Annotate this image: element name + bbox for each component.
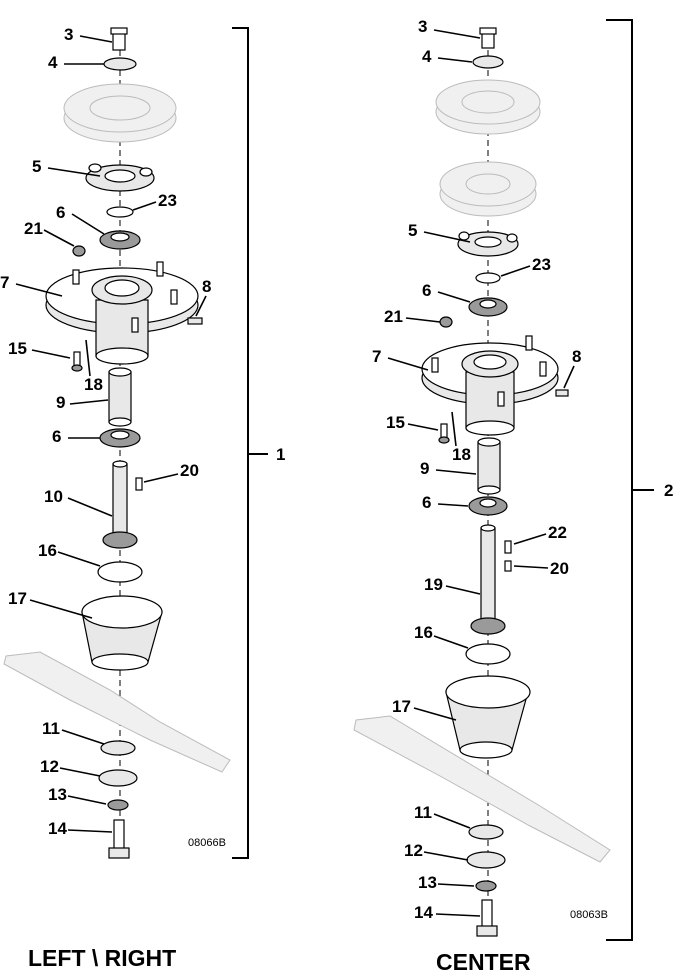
callout-label: 23: [158, 191, 177, 210]
assembly-bracket: [606, 19, 633, 941]
bolt-part: [476, 899, 498, 937]
callout-label: 12: [40, 757, 59, 776]
callout-label: 18: [84, 375, 103, 394]
callout-label: 10: [44, 487, 63, 506]
callout-label: 20: [550, 559, 569, 578]
cup-part: [445, 675, 531, 759]
callout-label: 4: [422, 47, 432, 66]
shield-part: [465, 643, 511, 665]
left-right-assembly: 1 08066B LEFT \ RIGHT 3 4 5 23 6 21 7 8 …: [0, 25, 285, 971]
callout-label: 9: [56, 393, 65, 412]
callout-label: 6: [422, 493, 431, 512]
drawing-code: 08066B: [188, 837, 226, 849]
pin-part: [187, 317, 203, 325]
bearing-part: [99, 428, 141, 448]
spindle-part: [470, 524, 506, 635]
callout-label: 17: [8, 589, 27, 608]
callout-label: 21: [24, 219, 43, 238]
washer-part: [466, 851, 506, 869]
callout-label: 4: [48, 53, 58, 72]
callout-label: 6: [422, 281, 431, 300]
callout-label: 9: [420, 459, 429, 478]
callout-label: 5: [32, 157, 41, 176]
screw-part: [71, 351, 83, 372]
pulley-ghost: [435, 79, 541, 135]
housing-part: [45, 261, 199, 365]
spacer-part: [108, 367, 132, 427]
callout-label: 17: [392, 697, 411, 716]
callout-label: 13: [418, 873, 437, 892]
callout-label: 7: [372, 347, 381, 366]
callout-label: 14: [48, 819, 67, 838]
washer-part: [475, 880, 497, 892]
callout-label: 8: [202, 277, 211, 296]
washer-part: [100, 740, 136, 756]
callout-label: 5: [408, 221, 417, 240]
bearing-part: [468, 496, 508, 516]
callout-label: 18: [452, 445, 471, 464]
panel-caption: CENTER: [436, 949, 531, 975]
callout-label: 7: [0, 273, 9, 292]
callout-label: 22: [548, 523, 567, 542]
key-part: [504, 560, 512, 572]
drawing-code: 08063B: [570, 909, 608, 921]
washer-part: [98, 769, 138, 787]
callout-label: 15: [386, 413, 405, 432]
bolt-part: [479, 27, 497, 49]
callout-label: 6: [56, 203, 65, 222]
washer-part: [472, 55, 504, 69]
ring-part: [106, 206, 134, 218]
housing-part: [421, 335, 559, 436]
callout-label: 11: [414, 803, 432, 822]
pin-part: [555, 389, 569, 397]
callout-label: 3: [64, 25, 73, 44]
flange-part: [457, 231, 519, 257]
blade-part: [3, 651, 231, 773]
panel-caption: LEFT \ RIGHT: [28, 945, 176, 971]
flange-part: [85, 163, 155, 192]
center-assembly: 2 08063B CENTER 3 4 5 23 6 21 7 8 15 18 …: [353, 17, 673, 975]
pulley-ghost: [63, 83, 177, 143]
fitting-part: [439, 316, 453, 328]
callout-label: 11: [42, 719, 60, 738]
fitting-part: [72, 245, 86, 257]
callout-label: 20: [180, 461, 199, 480]
callout-label: 19: [424, 575, 443, 594]
washer-part: [103, 57, 137, 71]
callout-label: 21: [384, 307, 403, 326]
bearing-part: [468, 297, 508, 317]
bolt-part: [110, 27, 128, 51]
callout-label: 12: [404, 841, 423, 860]
callout-label: 14: [414, 903, 433, 922]
callout-label: 15: [8, 339, 27, 358]
bolt-part: [108, 819, 130, 859]
shield-part: [97, 561, 143, 583]
callout-label: 23: [532, 255, 551, 274]
key-part: [504, 540, 512, 554]
callout-label: 3: [418, 17, 427, 36]
assembly-number-label: 1: [276, 445, 285, 464]
screw-part: [438, 423, 450, 444]
assembly-number-label: 2: [664, 481, 673, 500]
washer-part: [468, 824, 504, 840]
callout-label: 8: [572, 347, 581, 366]
washer-part: [107, 799, 129, 811]
key-part: [135, 477, 143, 491]
assembly-bracket: [232, 27, 249, 859]
bearing-part: [99, 230, 141, 250]
callout-label: 16: [414, 623, 433, 642]
callout-label: 16: [38, 541, 57, 560]
callout-label: 6: [52, 427, 61, 446]
cup-part: [81, 595, 163, 671]
spacer-part: [477, 437, 501, 495]
ring-part: [475, 272, 501, 284]
spindle-part: [102, 460, 138, 549]
blade-part: [353, 715, 611, 863]
pulley-ghost: [439, 161, 537, 217]
callout-label: 13: [48, 785, 67, 804]
